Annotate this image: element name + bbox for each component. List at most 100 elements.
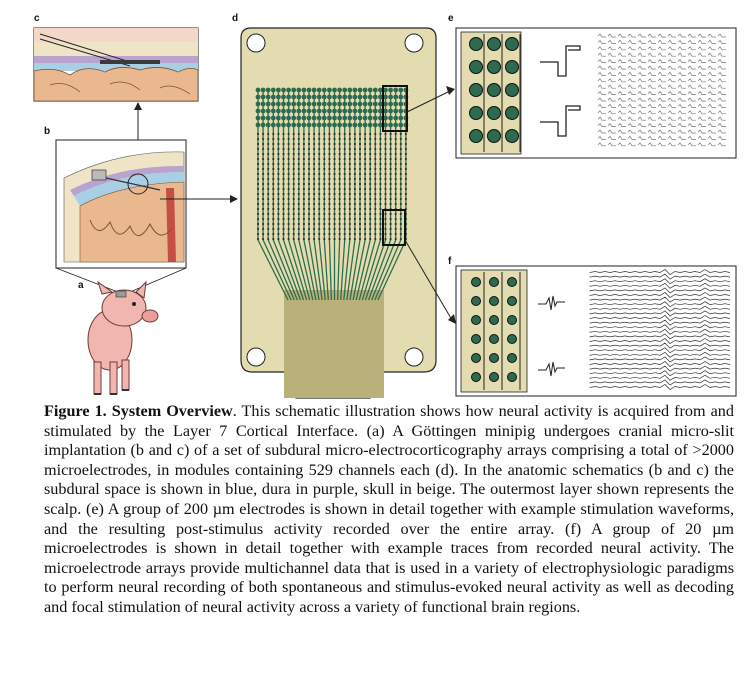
large-electrode [388,87,393,93]
micro-electrode [384,137,387,141]
large-electrode [342,122,348,128]
micro-electrode [297,197,300,201]
micro-electrode [358,167,362,171]
micro-electrode [338,192,341,196]
micro-electrode [262,152,265,156]
large-electrode [378,122,383,128]
large-electrode [316,87,322,93]
micro-electrode [394,187,397,191]
large-electrode [372,101,378,107]
micro-electrode [256,167,260,171]
micro-electrode [307,132,311,136]
micro-electrode [267,227,270,231]
micro-electrode [302,212,305,216]
micro-electrode [358,232,362,236]
micro-electrode [318,152,321,156]
micro-electrode [256,222,260,226]
micro-electrode [287,222,290,226]
micro-electrode [358,202,362,206]
large-electrode [372,115,378,121]
micro-electrode [307,207,311,211]
micro-electrode [379,217,382,221]
micro-electrode [256,212,260,216]
micro-electrode [262,237,265,241]
micro-electrode [364,187,367,191]
micro-electrode [267,187,270,191]
large-electrode [357,115,363,121]
micro-electrode [399,227,402,231]
micro-electrode [272,177,275,181]
large-electrode [327,101,332,107]
f-trace [589,374,731,381]
micro-electrode [313,207,316,211]
e-trace [597,116,726,121]
micro-electrode [277,147,280,151]
large-electrode [281,122,286,128]
large-electrode [265,122,271,128]
large-electrode [311,101,317,107]
micro-electrode [364,182,367,186]
large-electrode [281,94,286,100]
micro-electrode [364,162,367,166]
f-trace [589,361,731,367]
micro-electrode [267,152,270,156]
micro-electrode [267,182,270,186]
e-trace [597,65,726,70]
micro-electrode [272,197,275,201]
micro-electrode [379,177,382,181]
micro-electrode [369,202,372,206]
f-trace [589,282,731,289]
micro-electrode [282,142,285,146]
micro-electrode [374,212,377,216]
caption-heading: Figure 1. System Overview [44,402,233,420]
micro-electrode [333,157,336,161]
micro-electrode [333,147,336,151]
large-electrode [388,101,393,107]
micro-electrode [333,187,336,191]
f-electrode [507,277,517,287]
micro-electrode [262,212,265,216]
micro-electrode [384,142,387,146]
micro-electrode [384,152,387,156]
micro-electrode [389,167,392,171]
micro-electrode [323,142,326,146]
micro-electrode [338,182,341,186]
panel-d-electrode-array-board [240,27,437,399]
micro-electrode [374,202,377,206]
f-trace [589,324,731,331]
large-electrode [337,108,342,114]
large-electrode [388,94,393,100]
micro-electrode [343,207,346,211]
micro-electrode [256,192,260,196]
large-electrode [306,108,312,114]
micro-electrode [399,232,402,236]
micro-electrode [343,137,346,141]
micro-electrode [267,207,270,211]
micro-electrode [343,132,346,136]
micro-electrode [379,212,382,216]
large-electrode [270,94,276,100]
large-electrode [270,87,276,93]
large-electrode [362,108,368,114]
f-trace [589,310,731,317]
micro-electrode [348,132,351,136]
f-trace [589,342,731,349]
f-trace [589,370,731,377]
micro-electrode [384,212,387,216]
micro-electrode [282,157,285,161]
micro-electrode [292,227,295,231]
micro-electrode [369,172,372,176]
large-electrode [296,122,302,128]
micro-electrode [297,172,300,176]
micro-electrode [353,172,356,176]
e-electrode [487,106,501,120]
large-electrode [332,101,337,107]
micro-electrode [267,162,270,166]
e-trace [597,103,726,108]
micro-electrode [389,137,392,141]
e-trace [597,91,726,95]
micro-electrode [262,172,265,176]
large-electrode [327,94,332,100]
micro-electrode [297,132,300,136]
micro-electrode [404,147,407,151]
